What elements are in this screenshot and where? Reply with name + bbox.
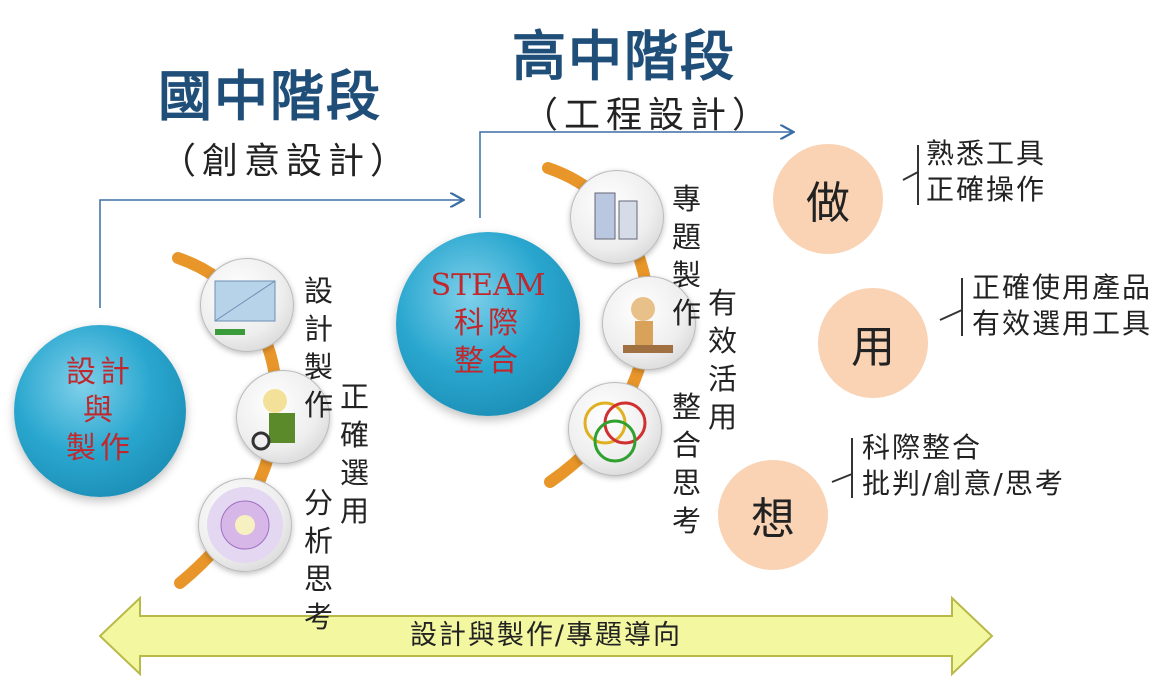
junior-connector-arrow bbox=[99, 200, 462, 308]
bracket-1 bbox=[902, 145, 919, 205]
center-item-2-line2: 活用 bbox=[708, 362, 752, 434]
use-item-2: 有效選用工具 bbox=[972, 307, 1153, 340]
steam-circle: STEAM 科際 整合 bbox=[396, 232, 580, 416]
left-item-1-label: 設計 製作 bbox=[304, 272, 384, 424]
center-item-1-label: 專題 製作 bbox=[672, 180, 752, 332]
left-item-2-line1: 正確 bbox=[340, 380, 384, 452]
left-circle-line2: 與 bbox=[83, 393, 117, 428]
think-circle: 想 bbox=[718, 460, 828, 570]
left-item-2-label: 正確 選用 bbox=[340, 378, 420, 530]
bracket-2 bbox=[939, 278, 963, 336]
center-item-2-line1: 有效 bbox=[708, 286, 752, 358]
center-item-2-label: 有效 活用 bbox=[708, 284, 788, 436]
left-item-3-label: 分析 思考 bbox=[304, 484, 384, 636]
center-item-3-line2: 思考 bbox=[672, 466, 716, 538]
analyze-think-image bbox=[198, 478, 292, 572]
use-label: 用 bbox=[851, 322, 895, 373]
think-label: 想 bbox=[751, 494, 795, 545]
think-item-1: 科際整合 bbox=[862, 431, 983, 464]
left-item-2-line2: 選用 bbox=[340, 456, 384, 528]
effective-use-image bbox=[602, 276, 696, 370]
left-circle-line1: 設計 bbox=[66, 355, 134, 390]
center-item-3-line1: 整合 bbox=[672, 390, 716, 462]
center-item-3-label: 整合 思考 bbox=[672, 388, 752, 540]
do-item-2: 正確操作 bbox=[926, 173, 1047, 206]
left-item-1-line1: 設計 bbox=[304, 274, 348, 346]
center-circle-line3: 整合 bbox=[454, 344, 522, 379]
left-item-1-line2: 製作 bbox=[304, 350, 348, 422]
bracket-3 bbox=[831, 438, 853, 498]
senior-subtitle: （工程設計） bbox=[522, 95, 775, 136]
center-item-1-line2: 製作 bbox=[672, 258, 716, 330]
do-circle: 做 bbox=[773, 144, 883, 254]
design-make-image bbox=[200, 258, 294, 352]
junior-subtitle: （創意設計） bbox=[160, 141, 413, 182]
left-circle-line3: 製作 bbox=[66, 431, 134, 466]
center-circle-line2: 科際 bbox=[454, 306, 522, 341]
use-circle: 用 bbox=[818, 288, 928, 398]
center-item-1-line1: 專題 bbox=[672, 182, 716, 254]
senior-connector-arrow bbox=[479, 132, 792, 218]
do-items: 熟悉工具 正確操作 bbox=[926, 136, 1046, 208]
senior-title: 高中階段 bbox=[512, 25, 736, 88]
project-make-image bbox=[570, 170, 664, 264]
bottom-arrow-label: 設計與製作/專題導向 bbox=[409, 620, 683, 651]
do-item-1: 熟悉工具 bbox=[926, 137, 1047, 170]
use-item-1: 正確使用產品 bbox=[972, 271, 1153, 304]
use-items: 正確使用產品 有效選用工具 bbox=[972, 270, 1152, 342]
think-items: 科際整合 批判/創意/思考 bbox=[862, 430, 1065, 502]
design-make-circle: 設計 與 製作 bbox=[14, 325, 186, 497]
correct-select-image bbox=[236, 370, 330, 464]
left-item-3-line1: 分析 bbox=[304, 486, 348, 558]
integrate-think-image bbox=[568, 382, 662, 476]
do-label: 做 bbox=[806, 178, 850, 229]
think-item-2: 批判/創意/思考 bbox=[862, 467, 1065, 500]
left-item-3-line2: 思考 bbox=[304, 562, 348, 634]
bottom-double-arrow bbox=[98, 595, 994, 677]
junior-title: 國中階段 bbox=[158, 65, 382, 128]
center-circle-line1: STEAM bbox=[430, 268, 546, 303]
